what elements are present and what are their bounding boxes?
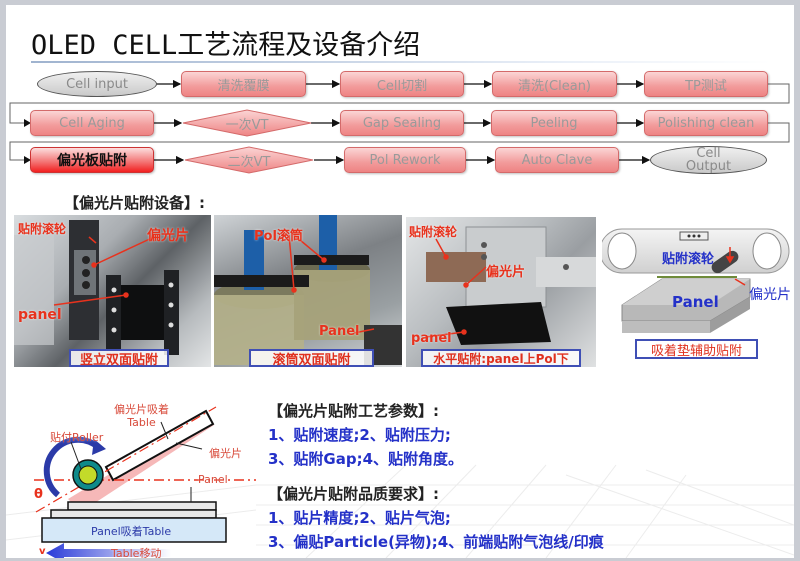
diamond-shape [184, 146, 314, 174]
flow-node-label: 偏光板贴附 [57, 153, 127, 169]
flow-node-cell-input: Cell input [37, 71, 157, 97]
photo-drum-attach: Pol滚筒 Panel 滚筒双面贴附 [214, 215, 402, 367]
label-pol-suction-table: 偏光片吸着 Table [114, 403, 169, 429]
process-params-line2: 3、贴附Gap;4、贴附角度。 [268, 450, 464, 468]
flow-node-tp-test: TP测试 [644, 71, 768, 97]
process-params-line1: 1、贴附速度;2、贴附压力; [268, 426, 451, 444]
caption-vertical-attach: 竖立双面贴附 [69, 349, 169, 367]
flow-node-label: TP测试 [685, 78, 727, 94]
label-panel: Panel [672, 293, 719, 311]
photo-vertical-attach: 贴附滚轮 偏光片 panel 竖立双面贴附 [14, 215, 211, 367]
flow-connectors [9, 79, 790, 165]
flow-node-label-line2: Output [685, 159, 732, 174]
equipment-illustration [214, 215, 402, 365]
quality-line2: 3、偏贴Particle(异物);4、前端贴附气泡线/印痕 [268, 533, 604, 551]
flow-node-label: 清洗(Clean) [517, 78, 592, 94]
suction-pad-illustration [602, 228, 790, 333]
flow-node-gap-sealing: Gap Sealing [340, 110, 464, 136]
flow-node-label: 清洗覆膜 [217, 78, 270, 94]
process-params-heading: 【偏光片贴附工艺参数】: [268, 402, 439, 420]
label-polarizer: 偏光片 [749, 287, 791, 303]
label-table-move: Table移动 [111, 547, 162, 558]
flow-node-cell-output: Cell Output [650, 146, 767, 174]
label-panel-suction-table: Panel吸着Table [91, 525, 172, 538]
quality-requirements-block: 【偏光片贴附品质要求】: 1、贴片精度;2、贴片气泡; 3、偏贴Particle… [268, 483, 604, 552]
label-attach-roller: 贴付Roller [50, 431, 104, 444]
flow-node-label: Cell Aging [59, 115, 125, 131]
label-pol-suction-table-line1: 偏光片吸着 [114, 403, 169, 416]
flow-node-clean-film: 清洗覆膜 [181, 71, 306, 97]
flow-node-auto-clave: Auto Clave [495, 147, 619, 173]
slide: OLED CELL工艺流程及设备介绍 [6, 5, 794, 558]
flow-decision-vt1: 一次VT [182, 109, 312, 137]
flow-node-label: Peeling [530, 115, 578, 131]
flow-node-label: Auto Clave [521, 152, 593, 168]
equipment-illustration [14, 220, 179, 355]
flow-node-label: Gap Sealing [362, 115, 442, 131]
flow-decision-vt2: 二次VT [184, 146, 314, 174]
flow-node-cell-aging: Cell Aging [30, 110, 154, 136]
diamond-shape [182, 109, 312, 137]
label-pol-suction-table-line2: Table [127, 416, 156, 429]
page-title: OLED CELL工艺流程及设备介绍 [31, 30, 421, 61]
caption-drum-attach: 滚筒双面贴附 [249, 349, 374, 367]
equipment-illustration [425, 226, 596, 345]
flow-node-label: Cell input [66, 76, 128, 92]
caption-horizontal-attach: 水平贴附:panel上Pol下 [421, 349, 581, 367]
label-panel: panel [18, 307, 62, 323]
flow-node-label: Pol Rework [369, 152, 441, 168]
label-panel: Panel [319, 324, 360, 339]
flow-node-cell-cutting: Cell切割 [340, 71, 464, 97]
diagram-suction-pad-attach: 贴附滚轮 Panel 偏光片 吸着垫辅助贴附 [602, 221, 792, 361]
flow-node-label-line1: Cell [696, 146, 721, 161]
flow-node-label: 二次VT [227, 154, 271, 170]
label-panel: panel [411, 331, 452, 346]
diagram-roller-attach: 偏光片吸着 Table 贴付Roller 偏光片 Panel θ Panel吸着… [6, 387, 268, 558]
label-roller: 贴附滚轮 [409, 225, 458, 239]
label-roller: 贴附滚轮 [18, 222, 67, 236]
flow-node-polishing-clean: Polishing clean [644, 110, 768, 136]
photo-horizontal-attach: 贴附滚轮 偏光片 panel 水平贴附:panel上Pol下 [406, 217, 596, 367]
flow-node-label: Polishing clean [657, 115, 755, 131]
quality-line1: 1、贴片精度;2、贴片气泡; [268, 509, 451, 527]
quality-heading: 【偏光片贴附品质要求】: [268, 485, 439, 503]
flow-node-clean: 清洗(Clean) [492, 71, 617, 97]
flow-node-label: 一次VT [225, 117, 269, 133]
label-panel: Panel [198, 473, 228, 486]
flow-node-pol-rework: Pol Rework [344, 147, 466, 173]
label-velocity: v [39, 546, 46, 557]
label-theta: θ [34, 487, 43, 502]
flow-node-label: Cell切割 [376, 78, 428, 94]
label-polarizer: 偏光片 [147, 228, 189, 244]
title-underline [31, 61, 771, 63]
flow-node-polarizer-attach: 偏光板贴附 [30, 147, 154, 173]
flow-node-peeling: Peeling [491, 110, 617, 136]
process-params-block: 【偏光片贴附工艺参数】: 1、贴附速度;2、贴附压力; 3、贴附Gap;4、贴附… [268, 400, 463, 469]
equipment-heading: 【偏光片贴附设备】: [64, 194, 205, 212]
label-polarizer: 偏光片 [486, 265, 526, 280]
caption-suction-pad-attach: 吸着垫辅助贴附 [635, 339, 758, 359]
roller-attach-illustration [34, 406, 256, 558]
label-pol-drum: Pol滚筒 [254, 229, 303, 244]
label-roller: 贴附滚轮 [662, 252, 715, 267]
label-polarizer: 偏光片 [209, 447, 242, 460]
